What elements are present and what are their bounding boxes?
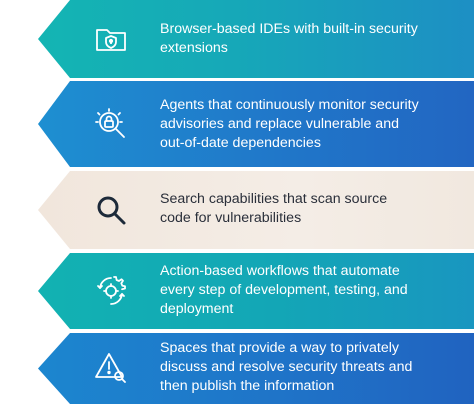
feature-4-line-1: Action-based workflows that automate (160, 263, 400, 279)
feature-5-line-3: then publish the information (160, 378, 335, 394)
feature-2-line-2: advisories and replace vulnerable and (160, 116, 399, 132)
feature-banner-4: Action-based workflows that automate eve… (38, 253, 474, 329)
gear-refresh-icon (94, 274, 128, 308)
warning-search-icon (94, 351, 128, 385)
feature-3-line-2: code for vulnerabilities (160, 210, 302, 226)
feature-banner-2: Agents that continuously monitor securit… (38, 81, 474, 167)
feature-5-line-1: Spaces that provide a way to privately (160, 340, 399, 356)
search-icon (94, 193, 128, 227)
feature-3-line-1: Search capabilities that scan source (160, 191, 388, 207)
feature-text-3: Search capabilities that scan source cod… (160, 190, 460, 228)
feature-5-line-2: discuss and resolve security threats and (160, 359, 413, 375)
feature-4-line-2: every step of development, testing, and (160, 282, 408, 298)
feature-2-line-3: out-of-date dependencies (160, 135, 321, 151)
feature-text-1: Browser-based IDEs with built-in securit… (160, 20, 460, 58)
feature-banner-3: Search capabilities that scan source cod… (38, 171, 474, 249)
magnifier-lock-icon (94, 107, 128, 141)
feature-4-line-3: deployment (160, 301, 234, 317)
feature-banner-5: Spaces that provide a way to privately d… (38, 333, 474, 404)
secure-folder-icon (94, 22, 128, 56)
feature-banner-1: Browser-based IDEs with built-in securit… (38, 0, 474, 78)
feature-1-line-2: extensions (160, 40, 228, 56)
feature-text-2: Agents that continuously monitor securit… (160, 96, 460, 153)
feature-1-line-1: Browser-based IDEs with built-in securit… (160, 21, 418, 37)
feature-text-5: Spaces that provide a way to privately d… (160, 339, 460, 396)
feature-text-4: Action-based workflows that automate eve… (160, 262, 460, 319)
feature-2-line-1: Agents that continuously monitor securit… (160, 97, 419, 113)
